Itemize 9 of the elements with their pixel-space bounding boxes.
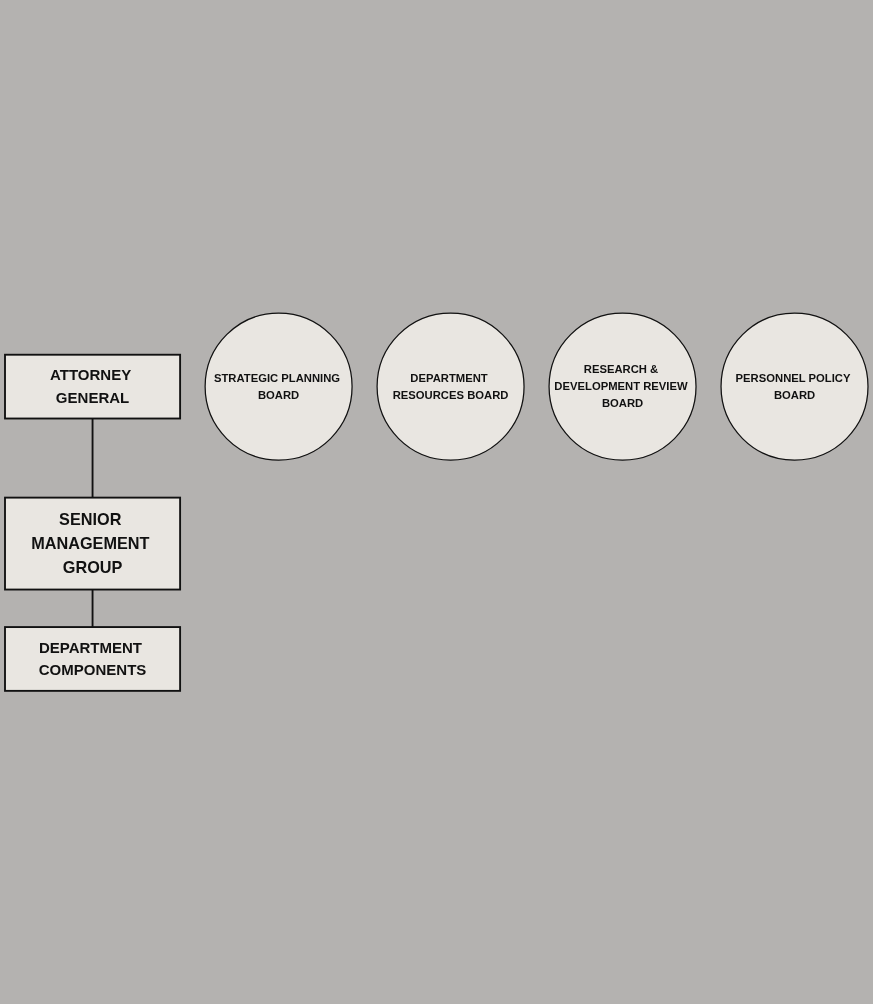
connector [91,588,94,628]
connector [91,417,94,499]
node-circle: RESEARCH & DEVELOPMENT REVIEW BOARD [548,312,697,461]
node-circle: DEPARTMENT RESOURCES BOARD [376,312,525,461]
node-box: DEPARTMENT COMPONENTS [4,626,182,692]
node-box: SENIOR MANAGEMENT GROUP [4,496,182,591]
node-circle: PERSONNEL POLICY BOARD [720,312,869,461]
node-circle: STRATEGIC PLANNING BOARD [204,312,353,461]
node-box: ATTORNEY GENERAL [4,353,182,420]
